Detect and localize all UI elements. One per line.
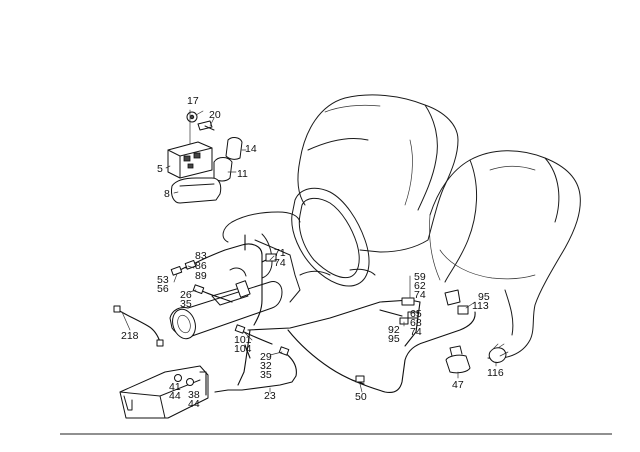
- leader-lines: [121, 110, 497, 393]
- callout-35-upper: 35: [180, 298, 192, 310]
- callout-44-left: 44: [169, 390, 181, 402]
- housing-part: [171, 177, 222, 204]
- callout-74-lower: 74: [410, 326, 422, 338]
- callout-44-right: 44: [188, 398, 200, 410]
- callout-101: 101: [234, 334, 252, 346]
- callout-23: 23: [264, 390, 276, 402]
- callout-17: 17: [187, 95, 199, 107]
- callout-26: 26: [180, 289, 192, 301]
- callout-218: 218: [121, 330, 139, 342]
- callout-86: 86: [195, 260, 207, 272]
- callout-92: 92: [388, 324, 400, 336]
- callout-38: 38: [188, 389, 200, 401]
- bracket-part: [225, 137, 243, 160]
- callout-71: 71: [274, 247, 286, 259]
- seat-left-illustration: [297, 94, 459, 253]
- bottom-module-part: [119, 365, 209, 419]
- callout-35-lower: 35: [260, 369, 272, 381]
- callout-95-left: 95: [388, 333, 400, 345]
- wiring-harness-lower: [214, 297, 476, 394]
- callout-113: 113: [472, 300, 489, 312]
- callout-50: 50: [355, 391, 367, 403]
- callout-11: 11: [237, 168, 248, 180]
- callout-62: 62: [414, 280, 426, 292]
- callout-53: 53: [157, 274, 169, 286]
- callout-74-mid: 74: [414, 289, 426, 301]
- sensor-lead-part: [113, 305, 164, 347]
- callout-20: 20: [209, 109, 221, 121]
- callout-8: 8: [164, 188, 170, 200]
- callout-5: 5: [157, 163, 163, 175]
- callout-83: 83: [195, 250, 207, 262]
- cover-part: [213, 157, 233, 182]
- steering-column-illustration: [169, 267, 283, 340]
- callout-59: 59: [414, 271, 426, 283]
- steering-wheel-illustration: [222, 187, 376, 303]
- callout-65: 65: [410, 308, 422, 320]
- callout-14: 14: [245, 143, 257, 155]
- callout-29: 29: [260, 351, 272, 363]
- callout-56: 56: [157, 283, 169, 295]
- callout-95-right: 95: [478, 291, 490, 303]
- callout-104: 104: [234, 343, 252, 355]
- callout-labels: 17 20 14 5 11 8 83 86 89 71 74 53 56 26 …: [121, 95, 504, 410]
- wiring-harness-upper: [170, 234, 277, 326]
- seat-connector-part: [445, 354, 471, 374]
- callout-74-upper: 74: [274, 257, 286, 269]
- seat-bracket-part: [444, 289, 461, 306]
- callout-41: 41: [169, 381, 181, 393]
- seat-connector-parts: [444, 289, 509, 374]
- callout-89: 89: [195, 270, 207, 282]
- control-unit-group: [167, 109, 243, 204]
- callout-116: 116: [487, 367, 504, 379]
- seat-right-illustration: [429, 150, 581, 359]
- callout-68: 68: [410, 317, 422, 329]
- callout-47: 47: [452, 379, 464, 391]
- callout-32: 32: [260, 360, 272, 372]
